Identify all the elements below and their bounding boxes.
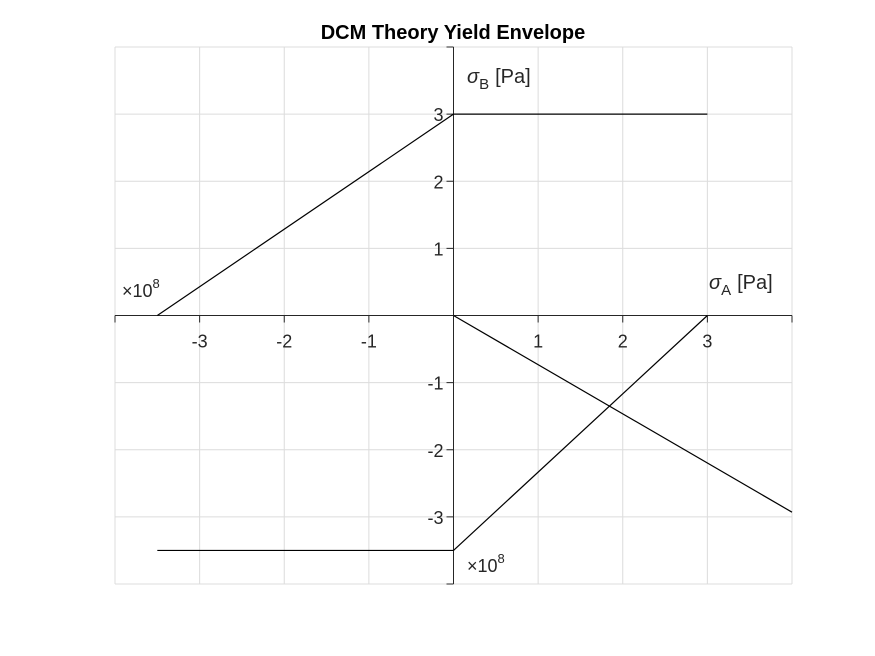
series-lines bbox=[156, 113, 793, 552]
x-tick-label: 1 bbox=[533, 332, 543, 352]
x-tick-label: -2 bbox=[276, 332, 292, 352]
x-axis-label-subscript: A bbox=[721, 282, 731, 299]
x-exponent-base: ×10 bbox=[122, 281, 153, 301]
x-tick-label: -3 bbox=[192, 332, 208, 352]
y-axis-label-symbol: σ bbox=[467, 66, 480, 88]
y-tick-label: -1 bbox=[427, 374, 443, 394]
x-exponent-power: 8 bbox=[153, 276, 160, 291]
y-exponent-base: ×10 bbox=[467, 556, 498, 576]
envelope-segment bbox=[156, 113, 454, 316]
y-axis-label: σB [Pa] bbox=[467, 66, 531, 93]
y-axis-label-unit: [Pa] bbox=[495, 66, 531, 88]
x-exponent-label: ×108 bbox=[122, 276, 160, 301]
y-axis-label-subscript: B bbox=[479, 76, 489, 93]
y-tick-label: -3 bbox=[427, 508, 443, 528]
x-tick-label: 3 bbox=[702, 332, 712, 352]
x-axis-label: σA [Pa] bbox=[709, 272, 773, 299]
y-tick-label: 1 bbox=[433, 239, 443, 259]
x-axis-label-symbol: σ bbox=[709, 272, 722, 294]
x-tick-label: -1 bbox=[361, 332, 377, 352]
tick-labels: -3 -2 -1 1 2 3 -3 -2 -1 1 2 3 bbox=[192, 105, 713, 528]
envelope-segment bbox=[453, 314, 793, 513]
chart-title: DCM Theory Yield Envelope bbox=[321, 22, 586, 44]
envelope-segment bbox=[453, 315, 708, 551]
tick-marks bbox=[114, 46, 793, 585]
y-tick-label: 3 bbox=[433, 105, 443, 125]
y-tick-label: -2 bbox=[427, 441, 443, 461]
x-axis-label-unit: [Pa] bbox=[737, 272, 773, 294]
y-exponent-power: 8 bbox=[498, 551, 505, 566]
x-tick-label: 2 bbox=[618, 332, 628, 352]
y-exponent-label: ×108 bbox=[467, 551, 505, 576]
y-tick-label: 2 bbox=[433, 172, 443, 192]
